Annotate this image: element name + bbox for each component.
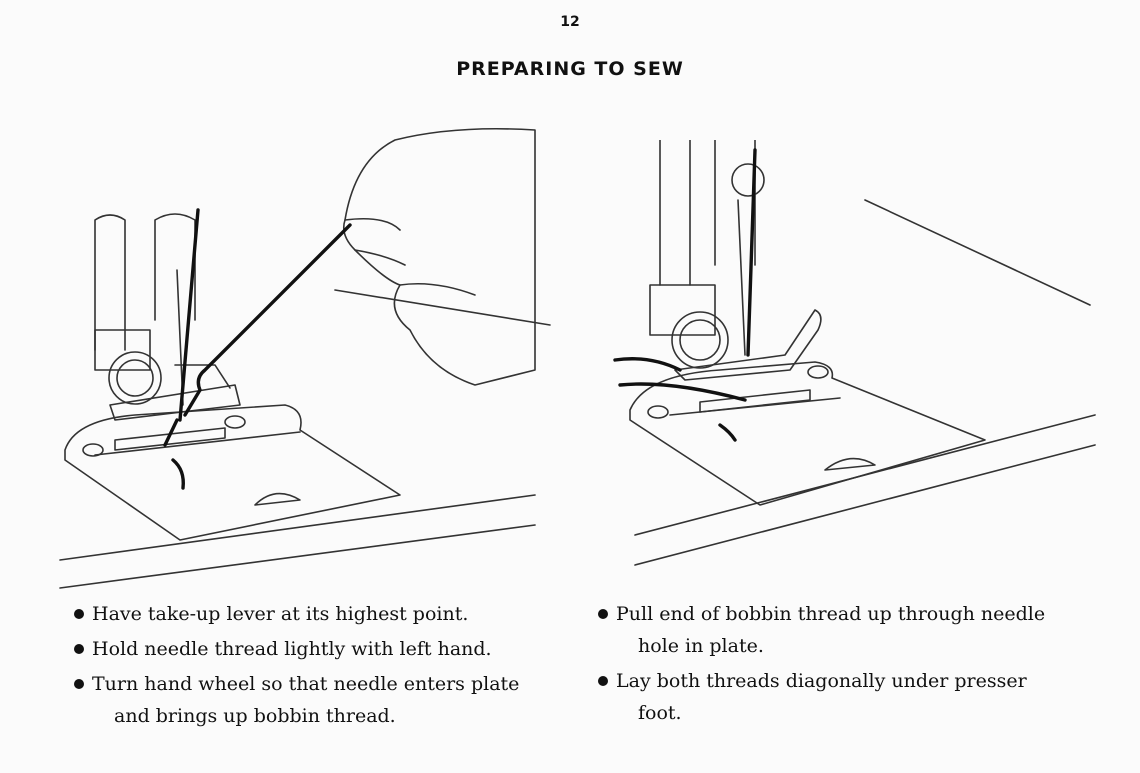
list-item: Turn hand wheel so that needle enters pl… (74, 668, 564, 732)
bullet-dot (74, 679, 84, 689)
instruction-text: Have take-up lever at its highest point. (92, 603, 469, 625)
instruction-text: Hold needle thread lightly with left han… (92, 638, 492, 660)
needle-bar (659, 140, 691, 286)
list-item: Lay both threads diagonally under presse… (598, 665, 1078, 729)
needle-bar (94, 214, 126, 351)
instruction-text-continued: hole in plate. (638, 635, 764, 657)
instruction-text-continued: and brings up bobbin thread. (114, 705, 396, 727)
instruction-text: Turn hand wheel so that needle enters pl… (92, 673, 520, 695)
hand (342, 127, 536, 386)
throat-plate (64, 404, 401, 541)
presser-foot (649, 284, 716, 336)
bullet-dot (74, 644, 84, 654)
page-number: 12 (560, 14, 580, 30)
list-item: Have take-up lever at its highest point. (74, 598, 564, 630)
needle-thread (178, 208, 200, 422)
instruction-text-continued: foot. (638, 702, 682, 724)
bullet-dot (598, 609, 608, 619)
left-instructions: Have take-up lever at its highest point.… (74, 598, 564, 735)
bullet-dot (598, 676, 608, 686)
right-instructions: Pull end of bobbin thread up through nee… (598, 598, 1078, 732)
machine-bed-outline (59, 494, 536, 561)
needle-thread (746, 148, 757, 357)
page-title: PREPARING TO SEW (456, 58, 684, 80)
list-item: Pull end of bobbin thread up through nee… (598, 598, 1078, 662)
instruction-text: Pull end of bobbin thread up through nee… (616, 603, 1046, 625)
illustration-hold-thread (59, 127, 551, 589)
bullet-dot (74, 609, 84, 619)
bobbin-thread (613, 357, 682, 372)
needle (737, 199, 746, 356)
presser-foot (94, 329, 151, 371)
instruction-text: Lay both threads diagonally under presse… (616, 670, 1027, 692)
list-item: Hold needle thread lightly with left han… (74, 633, 564, 665)
illustration-threads-under-foot (613, 140, 1096, 566)
throat-plate (629, 361, 986, 506)
